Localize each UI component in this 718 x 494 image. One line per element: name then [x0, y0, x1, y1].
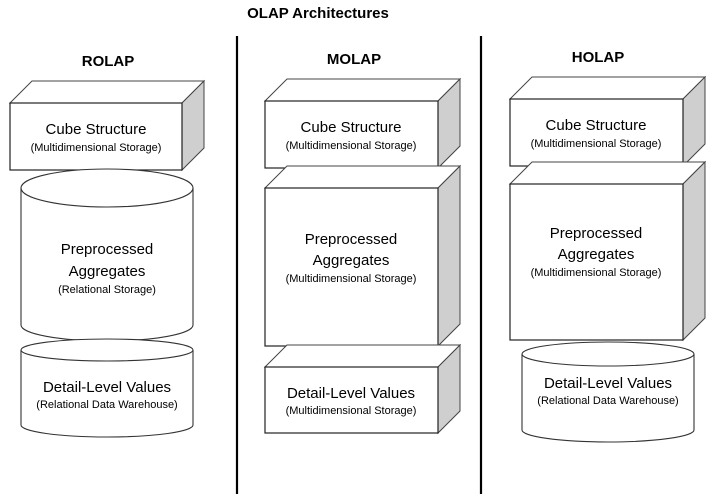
layer-label: Cube Structure	[301, 119, 402, 136]
layer-label-line2: Aggregates	[313, 252, 390, 269]
layer-sublabel: (Multidimensional Storage)	[531, 138, 662, 150]
molap-detail-level-values-box: Detail-Level Values (Multidimensional St…	[263, 343, 462, 435]
layer-label: Detail-Level Values	[43, 379, 171, 396]
holap-detail-level-values-cylinder: Detail-Level Values (Relational Data War…	[521, 341, 695, 443]
box-top-face	[508, 76, 707, 100]
box-top-face	[263, 344, 462, 368]
layer-label: Detail-Level Values	[544, 375, 672, 392]
column-holap: HOLAP Cube Structure (Multidimensional S…	[508, 49, 707, 443]
box-front-face	[509, 98, 684, 167]
layer-label: Cube Structure	[546, 117, 647, 134]
box-top-face	[8, 80, 206, 104]
box-side-face	[682, 160, 706, 342]
cylinder-body	[20, 350, 194, 438]
box-top-face	[263, 165, 462, 189]
layer-label-line2: Aggregates	[69, 263, 146, 280]
rolap-detail-level-values-cylinder: Detail-Level Values (Relational Data War…	[20, 338, 194, 438]
holap-cube-structure-box: Cube Structure (Multidimensional Storage…	[508, 75, 707, 168]
column-title-rolap: ROLAP	[82, 53, 135, 70]
box-front-face	[9, 102, 183, 171]
rolap-cube-structure-box: Cube Structure (Multidimensional Storage…	[8, 79, 206, 172]
box-front-face	[264, 366, 439, 434]
layer-label: Cube Structure	[46, 121, 147, 138]
layer-sublabel: (Relational Data Warehouse)	[36, 399, 177, 411]
cylinder-top	[20, 338, 194, 362]
column-title-molap: MOLAP	[327, 51, 381, 68]
layer-sublabel: (Multidimensional Storage)	[286, 140, 417, 152]
column-molap: MOLAP Cube Structure (Multidimensional S…	[263, 51, 462, 435]
layer-sublabel: (Relational Storage)	[58, 284, 156, 296]
layer-label-line1: Preprocessed	[61, 241, 154, 258]
column-title-holap: HOLAP	[572, 49, 625, 66]
layer-label-line1: Preprocessed	[550, 225, 643, 242]
box-top-face	[263, 78, 462, 102]
box-front-face	[509, 183, 684, 341]
diagram-title: OLAP Architectures	[247, 5, 389, 22]
box-front-face	[264, 187, 439, 347]
box-side-face	[437, 164, 461, 348]
rolap-preprocessed-aggregates-cylinder: Preprocessed Aggregates (Relational Stor…	[20, 168, 194, 342]
layer-label-line2: Aggregates	[558, 246, 635, 263]
box-top-face	[508, 161, 707, 185]
cylinder-top	[521, 341, 695, 367]
layer-label: Detail-Level Values	[287, 385, 415, 402]
molap-preprocessed-aggregates-box: Preprocessed Aggregates (Multidimensiona…	[263, 164, 462, 348]
holap-preprocessed-aggregates-box: Preprocessed Aggregates (Multidimensiona…	[508, 160, 707, 342]
box-front-face	[264, 100, 439, 169]
layer-sublabel: (Multidimensional Storage)	[286, 405, 417, 417]
column-rolap: ROLAP Cube Structure (Multidimensional S…	[8, 53, 206, 438]
layer-sublabel: (Multidimensional Storage)	[531, 267, 662, 279]
molap-cube-structure-box: Cube Structure (Multidimensional Storage…	[263, 77, 462, 170]
layer-sublabel: (Multidimensional Storage)	[286, 273, 417, 285]
cylinder-top	[20, 168, 194, 208]
cylinder-body	[521, 354, 695, 443]
layer-sublabel: (Relational Data Warehouse)	[537, 395, 678, 407]
layer-label-line1: Preprocessed	[305, 231, 398, 248]
layer-sublabel: (Multidimensional Storage)	[31, 142, 162, 154]
